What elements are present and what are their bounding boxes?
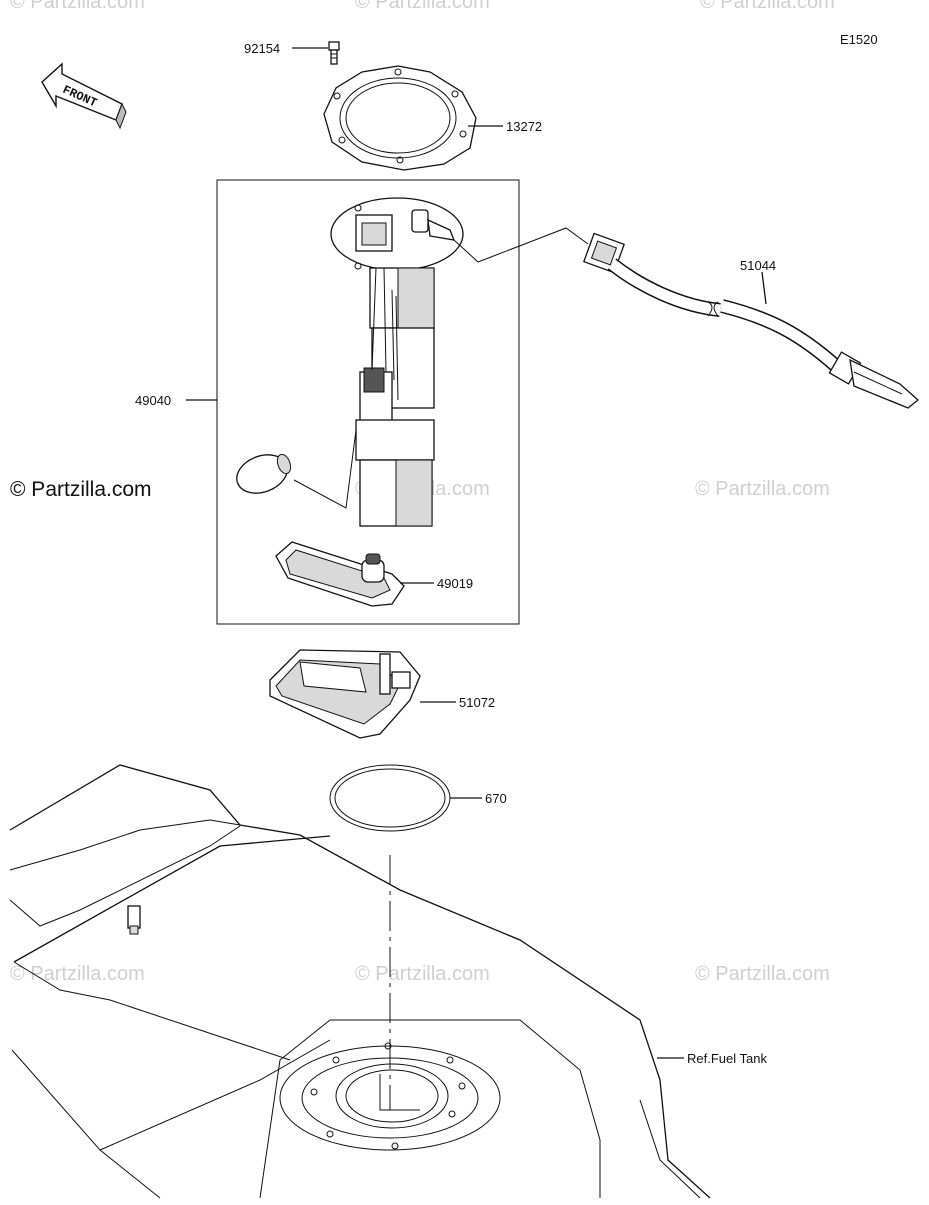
callout-51072: 51072 [459,695,495,710]
pump-assembly-49040 [236,197,464,527]
bolt-92154: 92154 [244,41,340,65]
watermark-low-center: © Partzilla.com [355,963,490,985]
watermark-top-center: © Partzilla.com [355,0,490,13]
watermark-top-left: © Partzilla.com [10,0,145,13]
filter-49019: 49019 [275,541,473,607]
watermark-low-right: © Partzilla.com [695,963,830,985]
o-ring-670: 670 [329,764,507,832]
watermark-main: © Partzilla.com [10,478,152,501]
bracket-51072: 51072 [269,649,495,739]
callout-670: 670 [485,791,507,806]
callout-ref-fuel-tank: Ref.Fuel Tank [687,1051,767,1066]
pump-assembly-box [216,179,520,625]
diagram-code: E1520 [840,32,878,47]
callout-51044: 51044 [740,258,776,273]
callout-49019: 49019 [437,576,473,591]
callout-49040: 49040 [135,393,171,408]
hose-51044: 51044 [453,227,920,409]
callout-92154: 92154 [244,41,280,56]
callout-13272: 13272 [506,119,542,134]
fuel-tank-ref: Ref.Fuel Tank [9,764,767,1199]
watermark-top-right: © Partzilla.com [700,0,835,13]
plate-13272: 13272 [323,65,542,171]
watermark-low-left: © Partzilla.com [10,963,145,985]
front-arrow-icon: FRONT [41,62,127,130]
watermark-mid-right: © Partzilla.com [695,478,830,500]
